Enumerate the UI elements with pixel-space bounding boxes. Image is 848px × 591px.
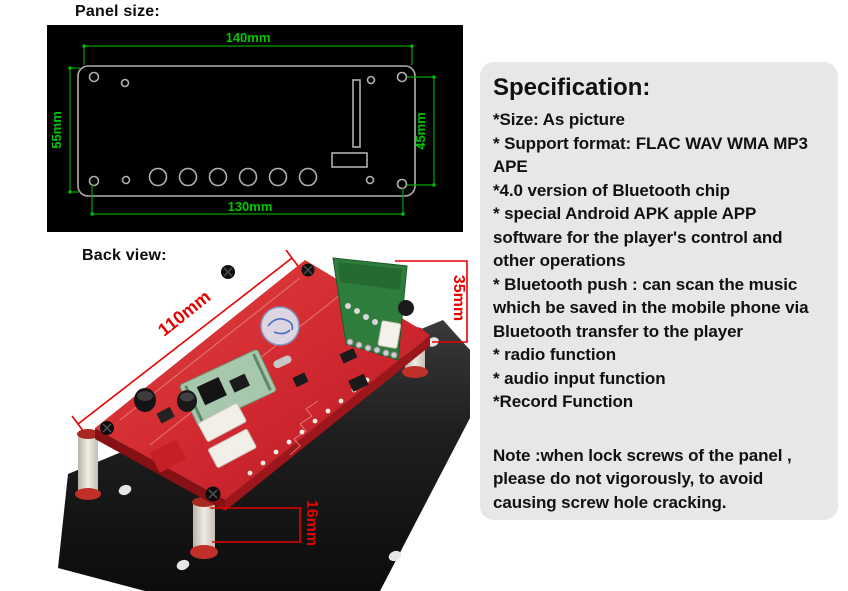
dimension-16mm: 16mm: [210, 500, 320, 546]
dim-label-bottom-width: 130mm: [228, 199, 273, 214]
module-connector: [377, 320, 402, 349]
module-solder-pins: [346, 338, 398, 359]
spec-item-formats: * Support format: FLAC WAV WMA MP3 APE: [493, 133, 808, 177]
dimension-lines: [69, 45, 435, 215]
back-view-label: Back view:: [82, 247, 167, 264]
dim-label-right-height: 45mm: [413, 112, 428, 150]
panel-drawing-svg: 140mm 130mm 55mm 45mm: [49, 30, 436, 216]
panel-drawing: 140mm 130mm 55mm 45mm: [47, 25, 463, 232]
power-connector: [150, 439, 186, 473]
spec-item-audio-input: * audio input function: [493, 368, 666, 388]
standoff-left: [75, 429, 101, 500]
spec-item-radio: * radio function: [493, 345, 617, 364]
stamp-logo: [260, 306, 300, 346]
back-view-photo: 110mm 35mm 16mm: [50, 249, 470, 591]
dimension-end-markers: [68, 44, 436, 216]
back-view-photo-svg: 110mm 35mm 16mm: [58, 249, 470, 591]
panel-outline: [77, 65, 416, 197]
dim-label-board-length: 110mm: [154, 286, 214, 340]
specification-title: Specification:: [493, 74, 651, 101]
spec-item-record: *Record Function: [493, 392, 634, 411]
base-plate-holes: [118, 337, 439, 571]
module-capacitor: [398, 300, 414, 316]
specification-panel: Specification: *Size: As picture * Suppo…: [480, 62, 838, 520]
dim-label-left-height: 55mm: [49, 111, 64, 149]
dim-label-standoff-height: 16mm: [303, 500, 320, 546]
spec-item-bluetooth-chip: *4.0 version of Bluetooth chip: [493, 180, 730, 200]
crystal-oscillator: [273, 355, 292, 369]
white-connectors: [198, 403, 257, 468]
small-ics: [292, 348, 369, 392]
dim-label-module-height: 35mm: [450, 275, 467, 321]
standoff-front: [190, 497, 218, 559]
bluetooth-module: [332, 257, 414, 361]
spec-note: Note :when lock screws of the panel , pl…: [493, 445, 792, 512]
dimension-35mm: 35mm: [395, 260, 468, 343]
capacitors: [134, 388, 197, 424]
spec-item-bluetooth-push: * Bluetooth push : can scan the music wh…: [493, 274, 809, 341]
spec-item-size: *Size: As picture: [493, 110, 625, 129]
spec-item-app: * special Android APK apple APP software…: [493, 204, 783, 270]
solder-pads: [247, 377, 370, 476]
pcb-screws: [100, 263, 315, 502]
panel-size-label: Panel size:: [75, 3, 160, 20]
dim-label-top-width: 140mm: [226, 30, 271, 45]
